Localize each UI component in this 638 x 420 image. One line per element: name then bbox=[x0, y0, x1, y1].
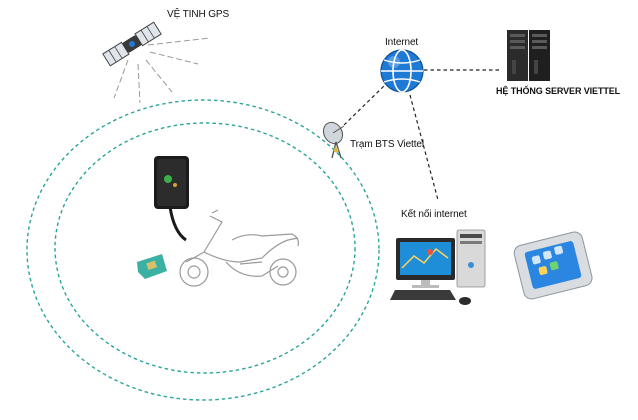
orbit-ring-outer bbox=[26, 99, 380, 401]
desktop-computer-icon bbox=[390, 229, 486, 305]
link-bts-internet bbox=[343, 85, 385, 126]
sim-card-icon bbox=[137, 254, 167, 279]
gps-tracker-icon bbox=[154, 156, 189, 242]
bts-antenna-icon bbox=[322, 121, 345, 159]
smartphone-icon bbox=[513, 231, 593, 300]
orbit-rings bbox=[26, 99, 380, 401]
satellite-signal-rays bbox=[113, 37, 211, 104]
label-connection: Kết nối internet bbox=[401, 209, 467, 220]
server-icon bbox=[507, 30, 550, 81]
label-server: HỆ THỐNG SERVER VIETTEL bbox=[496, 86, 621, 96]
globe-icon bbox=[380, 49, 424, 93]
motorbike-icon bbox=[179, 209, 299, 287]
link-internet-computer bbox=[409, 94, 439, 201]
label-internet: Internet bbox=[385, 37, 419, 48]
label-satellite: VỆ TINH GPS bbox=[167, 9, 230, 20]
orbit-ring-inner bbox=[54, 122, 356, 374]
satellite-icon bbox=[102, 21, 162, 67]
network-links bbox=[343, 69, 502, 201]
label-bts: Trạm BTS Viettel bbox=[350, 139, 424, 150]
